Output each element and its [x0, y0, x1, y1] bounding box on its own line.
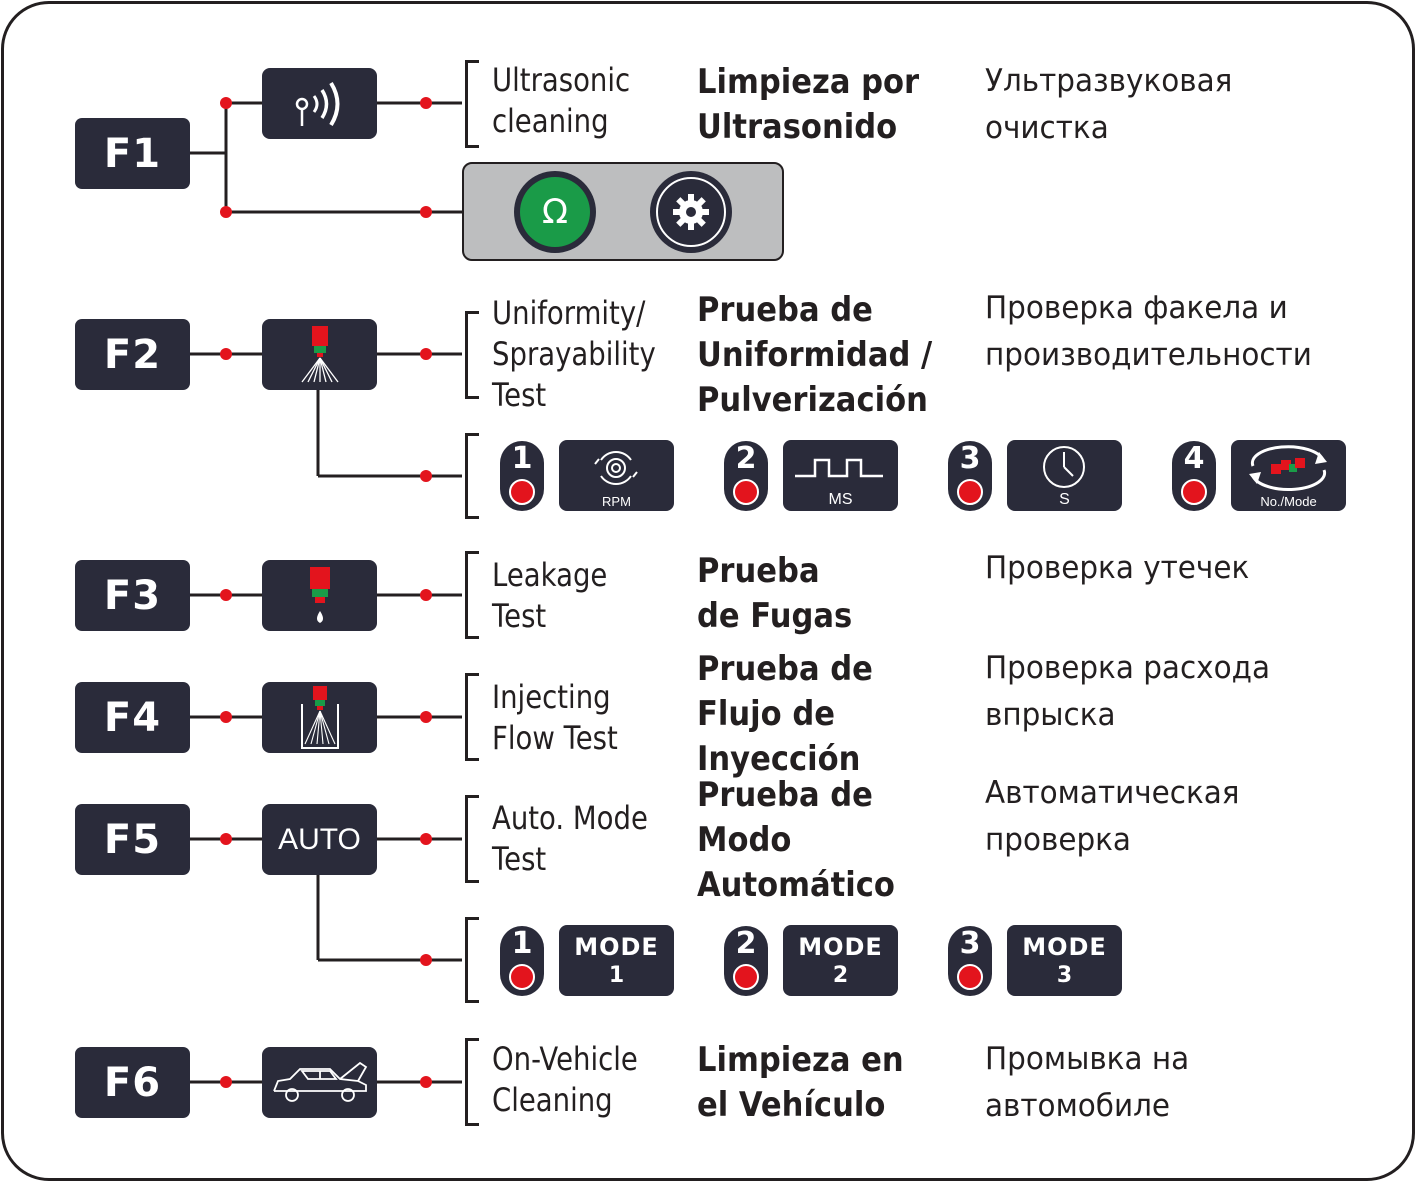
rpm-caption: RPM — [602, 494, 631, 509]
param-number: 1 — [511, 441, 533, 476]
auto-mode-icon: AUTO — [262, 804, 377, 875]
f1-label-es: Limpieza por Ultrasonido — [697, 62, 920, 147]
mode-label: MODE — [798, 933, 883, 961]
f2-param-2-badge[interactable]: 2 — [724, 441, 768, 511]
car-hood-open-icon — [262, 1047, 377, 1118]
mode-label: MODE — [1022, 933, 1107, 961]
mode-value: 3 — [1056, 963, 1073, 988]
f2-params-bracket — [465, 433, 479, 519]
mode-1-button[interactable]: MODE 1 — [559, 925, 674, 996]
f3-label-es: Prueba de Fugas — [697, 551, 853, 636]
red-dot — [733, 964, 759, 990]
f2-bracket — [465, 311, 479, 399]
f2-label-en: Uniformity/ Sprayability Test — [492, 294, 656, 414]
f4-bracket — [465, 673, 479, 761]
auto-label: AUTO — [278, 822, 361, 856]
f2-param-1-badge[interactable]: 1 — [500, 441, 544, 511]
f2-param-4-badge[interactable]: 4 — [1172, 441, 1216, 511]
mode-number: 2 — [735, 926, 757, 961]
f5-label-ru: Автоматическая проверка — [985, 775, 1240, 858]
mode-value: 1 — [608, 963, 625, 988]
f4-label-en: Injecting Flow Test — [492, 678, 618, 757]
red-dot — [733, 479, 759, 505]
f2-param-3-badge[interactable]: 3 — [948, 441, 992, 511]
pulse-wave-icon: MS — [783, 440, 898, 511]
f2-key[interactable]: F2 — [75, 319, 190, 390]
f5-mode-3-badge[interactable]: 3 — [948, 926, 992, 996]
f6-label-ru: Промывка на автомобиле — [985, 1041, 1190, 1124]
red-dot — [1181, 479, 1207, 505]
no-mode-caption: No./Mode — [1260, 494, 1317, 509]
mode-number: 1 — [511, 926, 533, 961]
f2-label-ru: Проверка факела и производительности — [985, 290, 1312, 373]
f5-mode-1-badge[interactable]: 1 — [500, 926, 544, 996]
param-number: 3 — [959, 441, 981, 476]
f3-label-ru: Проверка утечек — [985, 550, 1250, 586]
f3-key[interactable]: F3 — [75, 560, 190, 631]
f5-bracket — [465, 795, 479, 883]
f6-key[interactable]: F6 — [75, 1047, 190, 1118]
f4-label-ru: Проверка расхода впрыска — [985, 650, 1271, 733]
gear-button[interactable] — [650, 171, 732, 253]
rpm-dial-icon: RPM — [559, 440, 674, 511]
f5-modes-bracket — [465, 917, 479, 1003]
f5-key[interactable]: F5 — [75, 804, 190, 875]
f1-label-en: Ultrasonic cleaning — [492, 61, 631, 140]
cycle-arrows-icon: No./Mode — [1231, 440, 1346, 511]
gear-icon — [656, 177, 726, 247]
red-dot — [509, 964, 535, 990]
spray-nozzle-icon — [262, 319, 377, 390]
f1-sub-panel: Ω — [462, 162, 784, 261]
f4-label-es: Prueba de Flujo de Inyección — [697, 649, 873, 779]
f3-bracket — [465, 551, 479, 639]
beaker-injector-icon — [262, 682, 377, 753]
red-dot — [957, 964, 983, 990]
f5-label-en: Auto. Mode Test — [492, 799, 648, 878]
param-number: 2 — [735, 441, 757, 476]
mode-value: 2 — [832, 963, 849, 988]
f6-label-en: On-Vehicle Cleaning — [492, 1040, 638, 1119]
f3-label-en: Leakage Test — [492, 556, 608, 635]
red-dot — [509, 479, 535, 505]
f1-key[interactable]: F1 — [75, 118, 190, 189]
omega-button[interactable]: Ω — [514, 171, 596, 253]
omega-glyph: Ω — [542, 192, 568, 232]
param-number: 4 — [1183, 441, 1205, 476]
s-caption: S — [1059, 491, 1070, 508]
mode-3-button[interactable]: MODE 3 — [1007, 925, 1122, 996]
f6-bracket — [465, 1038, 479, 1126]
f5-label-es: Prueba de Modo Automático — [697, 775, 895, 905]
mode-2-button[interactable]: MODE 2 — [783, 925, 898, 996]
mode-label: MODE — [574, 933, 659, 961]
mode-number: 3 — [959, 926, 981, 961]
ms-caption: MS — [828, 491, 853, 508]
ultrasonic-icon — [262, 68, 377, 139]
f6-label-es: Limpieza en el Vehículo — [697, 1040, 904, 1125]
red-dot — [957, 479, 983, 505]
clock-icon: S — [1007, 440, 1122, 511]
leak-drop-icon — [262, 560, 377, 631]
f5-mode-2-badge[interactable]: 2 — [724, 926, 768, 996]
f1-label-ru: Ультразвуковая очистка — [985, 63, 1233, 146]
f2-label-es: Prueba de Uniformidad / Pulverización — [697, 290, 933, 420]
omega-icon: Ω — [520, 177, 590, 247]
f1-bracket — [465, 60, 479, 148]
f4-key[interactable]: F4 — [75, 682, 190, 753]
